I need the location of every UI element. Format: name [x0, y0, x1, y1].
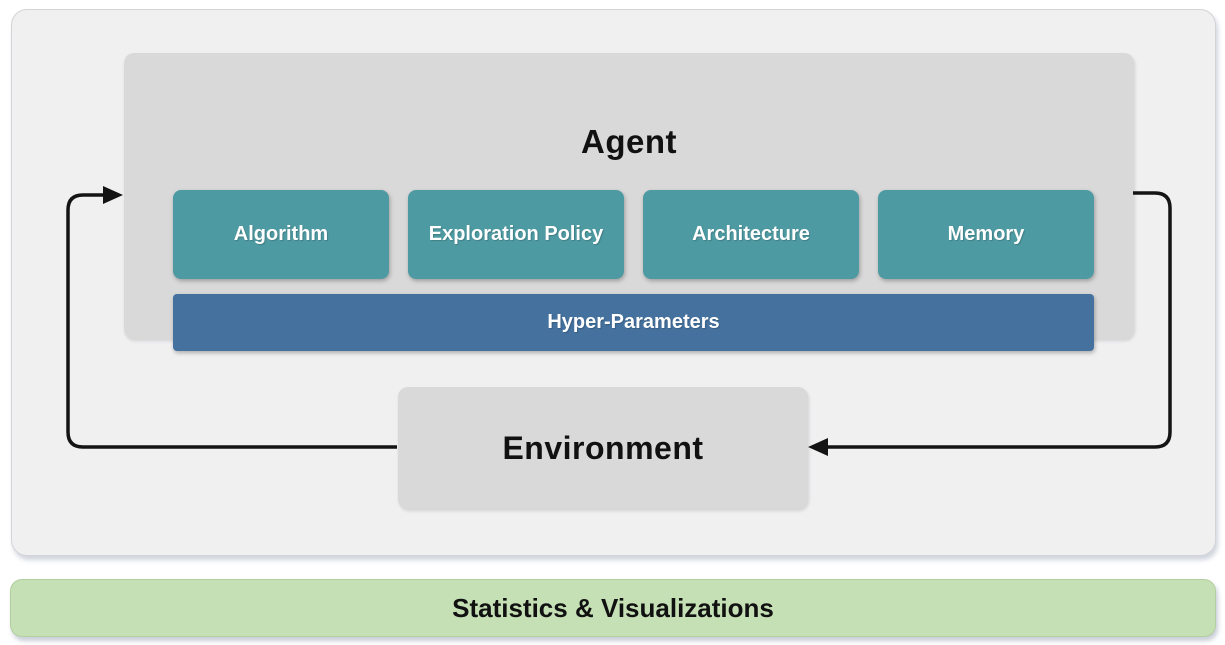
hyper-parameters-box: Hyper-Parameters	[173, 294, 1094, 351]
agent-box: Agent Algorithm Exploration Policy Archi…	[124, 53, 1134, 351]
module-memory-label: Memory	[947, 223, 1025, 245]
module-exploration-policy-label: Exploration Policy	[428, 223, 604, 245]
environment-box: Environment	[398, 387, 808, 509]
module-algorithm: Algorithm	[173, 190, 389, 279]
agent-environment-panel: Agent Algorithm Exploration Policy Archi…	[11, 9, 1216, 556]
module-memory: Memory	[878, 190, 1094, 279]
hyper-parameters-label: Hyper-Parameters	[547, 311, 720, 333]
statistics-visualizations-bar: Statistics & Visualizations	[10, 579, 1216, 637]
module-algorithm-label: Algorithm	[233, 223, 329, 245]
module-architecture-label: Architecture	[692, 223, 810, 245]
module-exploration-policy: Exploration Policy	[408, 190, 624, 279]
agent-title: Agent	[581, 123, 677, 160]
statistics-visualizations-label: Statistics & Visualizations	[452, 592, 774, 623]
environment-title: Environment	[502, 429, 704, 466]
module-architecture: Architecture	[643, 190, 859, 279]
